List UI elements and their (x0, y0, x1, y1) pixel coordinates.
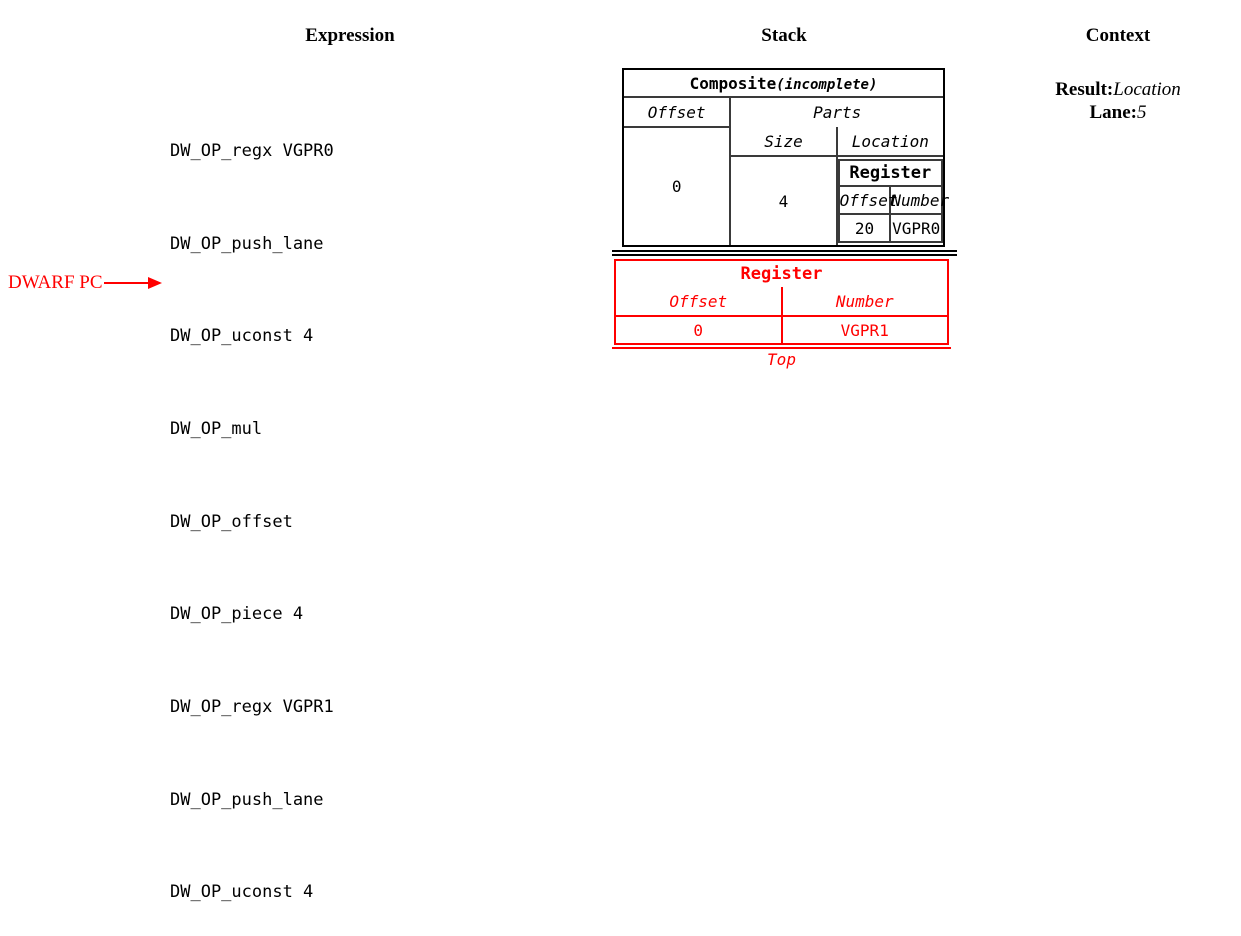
expression-op: DW_OP_mul (170, 418, 263, 439)
register-title: Register (740, 264, 823, 284)
register-offset-value: 0 (616, 316, 783, 343)
expression-op: DW_OP_push_lane (170, 233, 324, 254)
context-column: Result:Location Lane:5 (1008, 78, 1228, 124)
dwarf-pc-label: DWARF PC (8, 272, 103, 293)
context-value-lane: 5 (1137, 102, 1147, 123)
page-title-context: Context (1085, 25, 1151, 46)
composite-title-text: Composite (689, 73, 777, 93)
context-row-lane: Lane:5 (1008, 101, 1228, 124)
context-value-result: Location (1113, 79, 1181, 100)
page-title-expression: Expression (305, 25, 395, 46)
expression-op: DW_OP_regx VGPR0 (170, 140, 334, 161)
expression-list: DW_OP_regx VGPR0 DW_OP_push_lane DW_OP_u… (170, 74, 334, 936)
expression-op: DW_OP_offset (170, 511, 293, 532)
stack-column: Composite(incomplete) Offset Parts 0 Siz… (612, 68, 957, 369)
context-key-lane: Lane: (1089, 102, 1138, 123)
expression-op: DW_OP_uconst 4 (170, 882, 314, 903)
composite-header-offset: Offset (624, 97, 732, 128)
stack-entry-register: Register Offset Number 0 VGPR1 (614, 259, 949, 345)
page-title-stack: Stack (761, 25, 807, 46)
expression-op: DW_OP_uconst 4 (170, 326, 314, 347)
register-number-value: VGPR1 (840, 320, 889, 340)
nested-register-number-value: VGPR0 (892, 218, 941, 238)
register-header-offset: Offset (616, 287, 783, 317)
stack-entry-separator (612, 250, 957, 256)
stack-entry-composite: Composite(incomplete) Offset Parts 0 Siz… (622, 68, 949, 247)
composite-title: Composite(incomplete) (624, 70, 943, 98)
stack-top-rule (612, 347, 951, 349)
composite-title-suffix: (incomplete) (776, 76, 878, 93)
nested-register-table: Register Offset Number 20 VGPR0 (837, 159, 949, 243)
nested-register-offset-value: 20 (838, 214, 892, 242)
nested-register-title: Register (838, 160, 942, 187)
arrow-right-icon (103, 277, 164, 289)
expression-op: DW_OP_regx VGPR1 (170, 697, 334, 718)
expression-op-current: DW_OP_push_lane (170, 789, 324, 810)
dwarf-pc-marker: DWARF PC (8, 272, 164, 294)
composite-offset-value: 0 (624, 127, 732, 245)
expression-op: DW_OP_piece 4 (170, 604, 304, 625)
composite-header-parts: Parts (813, 103, 862, 122)
part-size-value: 4 (730, 156, 838, 245)
context-row-result: Result:Location (1008, 78, 1228, 101)
part-header-size: Size (730, 127, 838, 157)
part-header-location: Location (836, 127, 943, 157)
part-location-cell: Register Offset Number 20 VGPR0 (837, 156, 949, 245)
context-key-result: Result: (1055, 79, 1114, 100)
nested-register-header-offset: Offset (838, 186, 897, 215)
register-header-number: Number (781, 287, 947, 317)
stack-top-label: Top (767, 350, 796, 369)
nested-register-header-number: Number (890, 186, 949, 215)
